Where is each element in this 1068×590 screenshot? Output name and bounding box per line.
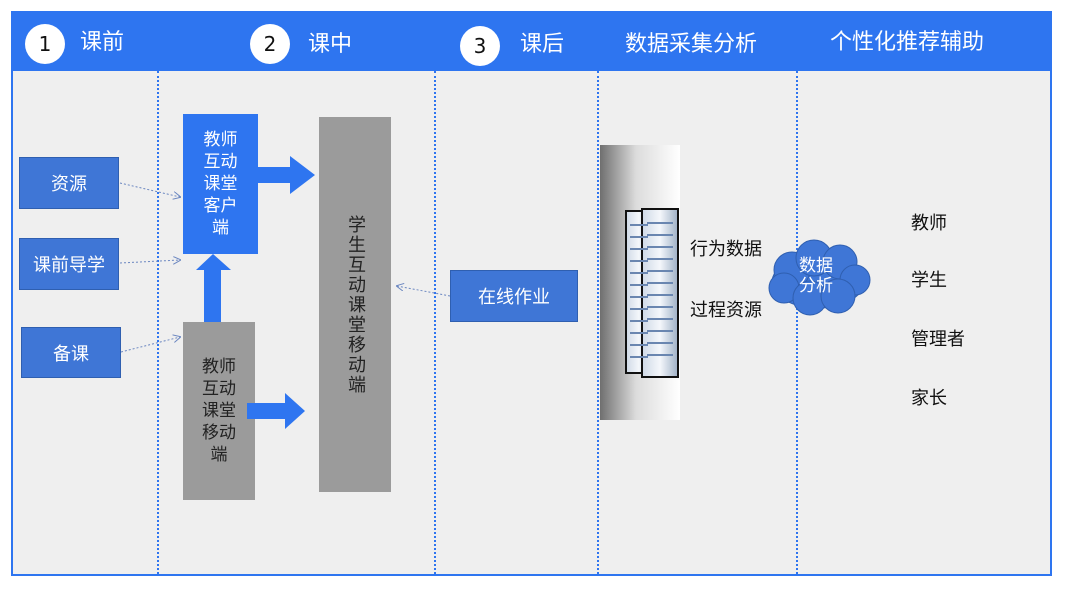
cloud-label: 数据 分析 — [799, 256, 833, 296]
phase-1-label: 课前 — [80, 30, 125, 55]
student-mobile-label: 学生互动课堂移动端 — [345, 214, 366, 395]
resource-box: 资源 — [19, 157, 119, 209]
teacher-client-box: 教师 互动 课堂 客户 端 — [183, 114, 258, 254]
phase-2-label: 课中 — [308, 32, 353, 57]
data-collection-title: 数据采集分析 — [625, 32, 758, 57]
process-resource-label: 过程资源 — [690, 300, 762, 321]
target-manager: 管理者 — [911, 329, 965, 350]
target-teacher: 教师 — [911, 213, 947, 234]
arrow-resource — [119, 182, 180, 197]
cloud-icon — [762, 236, 874, 318]
arrow-mobile-to-client — [196, 254, 231, 322]
online-homework-box: 在线作业 — [450, 270, 578, 322]
behavior-data-label: 行为数据 — [690, 239, 762, 260]
divider-4 — [796, 71, 798, 574]
arrow-homework — [397, 286, 451, 297]
lesson-prep-box: 备课 — [21, 327, 121, 378]
personalized-title: 个性化推荐辅助 — [830, 30, 985, 55]
arrow-guide — [119, 260, 180, 263]
teacher-mobile-box: 教师 互动 课堂 移动 端 — [183, 322, 255, 500]
server-icon — [600, 145, 680, 420]
divider-3 — [597, 71, 599, 574]
arrow-client-to-student — [258, 156, 315, 194]
pre-class-guide-box: 课前导学 — [19, 238, 119, 290]
divider-1 — [157, 71, 159, 574]
phase-3-number: 3 — [460, 26, 500, 66]
phase-1-number: 1 — [25, 24, 65, 64]
target-student: 学生 — [911, 270, 947, 291]
divider-2 — [434, 71, 436, 574]
header-bar — [11, 11, 1052, 71]
arrow-mobile-to-student — [247, 393, 305, 429]
phase-2-number: 2 — [250, 24, 290, 64]
phase-3-label: 课后 — [520, 32, 565, 57]
arrow-prep — [120, 337, 180, 353]
student-mobile-box: 学生互动课堂移动端 — [319, 117, 391, 492]
target-parent: 家长 — [911, 388, 947, 409]
